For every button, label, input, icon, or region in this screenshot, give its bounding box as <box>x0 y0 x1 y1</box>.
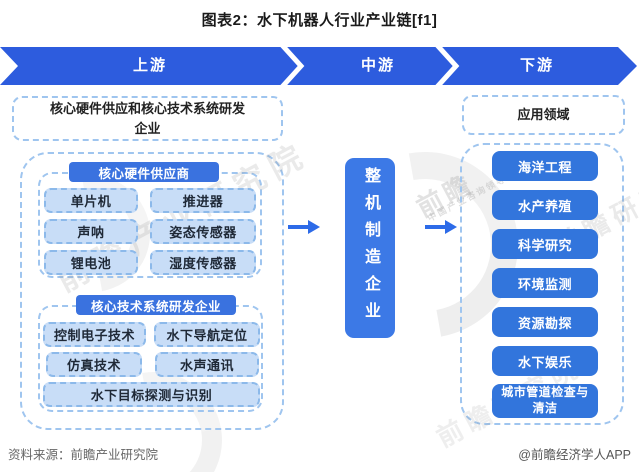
hardware-item: 湿度传感器 <box>150 250 256 275</box>
tech-group-label: 核心技术系统研发企业 <box>76 295 236 315</box>
tech-item: 水下导航定位 <box>154 322 260 347</box>
upstream-header-box: 核心硬件供应和核心技术系统研发 企业 <box>12 96 283 141</box>
hardware-item: 姿态传感器 <box>150 219 256 244</box>
chevron-banner <box>0 47 637 85</box>
banner-segment-upstream: 上游 <box>132 57 167 74</box>
upstream-container <box>20 152 284 430</box>
hardware-item: 声呐 <box>44 219 138 244</box>
downstream-header-box: 应用领域 <box>462 95 625 135</box>
flow-arrow-icon <box>425 220 457 234</box>
application-item: 城市管道检查与 清洁 <box>492 384 598 418</box>
downstream-container <box>460 143 624 425</box>
hardware-item: 推进器 <box>150 188 256 213</box>
application-item: 海洋工程 <box>492 151 598 181</box>
application-item: 环境监测 <box>492 268 598 298</box>
tech-item: 仿真技术 <box>46 352 142 377</box>
source-note: 资料来源：前瞻产业研究院 <box>8 448 159 462</box>
banner-segment-midstream: 中游 <box>360 57 395 74</box>
hardware-group-label: 核心硬件供应商 <box>69 162 219 182</box>
tech-item: 水下目标探测与识别 <box>43 382 260 407</box>
banner-segment-downstream: 下游 <box>519 57 554 74</box>
application-item: 水下娱乐 <box>492 346 598 376</box>
credit-note: @前瞻经济学人APP <box>518 448 631 462</box>
tech-item: 水声通讯 <box>155 352 259 377</box>
application-item: 资源勘探 <box>492 307 598 337</box>
application-item: 科学研究 <box>492 229 598 259</box>
hardware-item: 锂电池 <box>44 250 138 275</box>
midstream-manufacturer-label: 整机制造企业 <box>362 167 379 329</box>
midstream-manufacturer-box: 整机制造企业 <box>345 158 395 338</box>
tech-item: 控制电子技术 <box>43 322 146 347</box>
flow-arrow-icon <box>288 220 320 234</box>
hardware-item: 单片机 <box>44 188 138 213</box>
application-item: 水产养殖 <box>492 190 598 220</box>
figure-title: 图表2：水下机器人行业产业链[f1] <box>201 12 438 29</box>
